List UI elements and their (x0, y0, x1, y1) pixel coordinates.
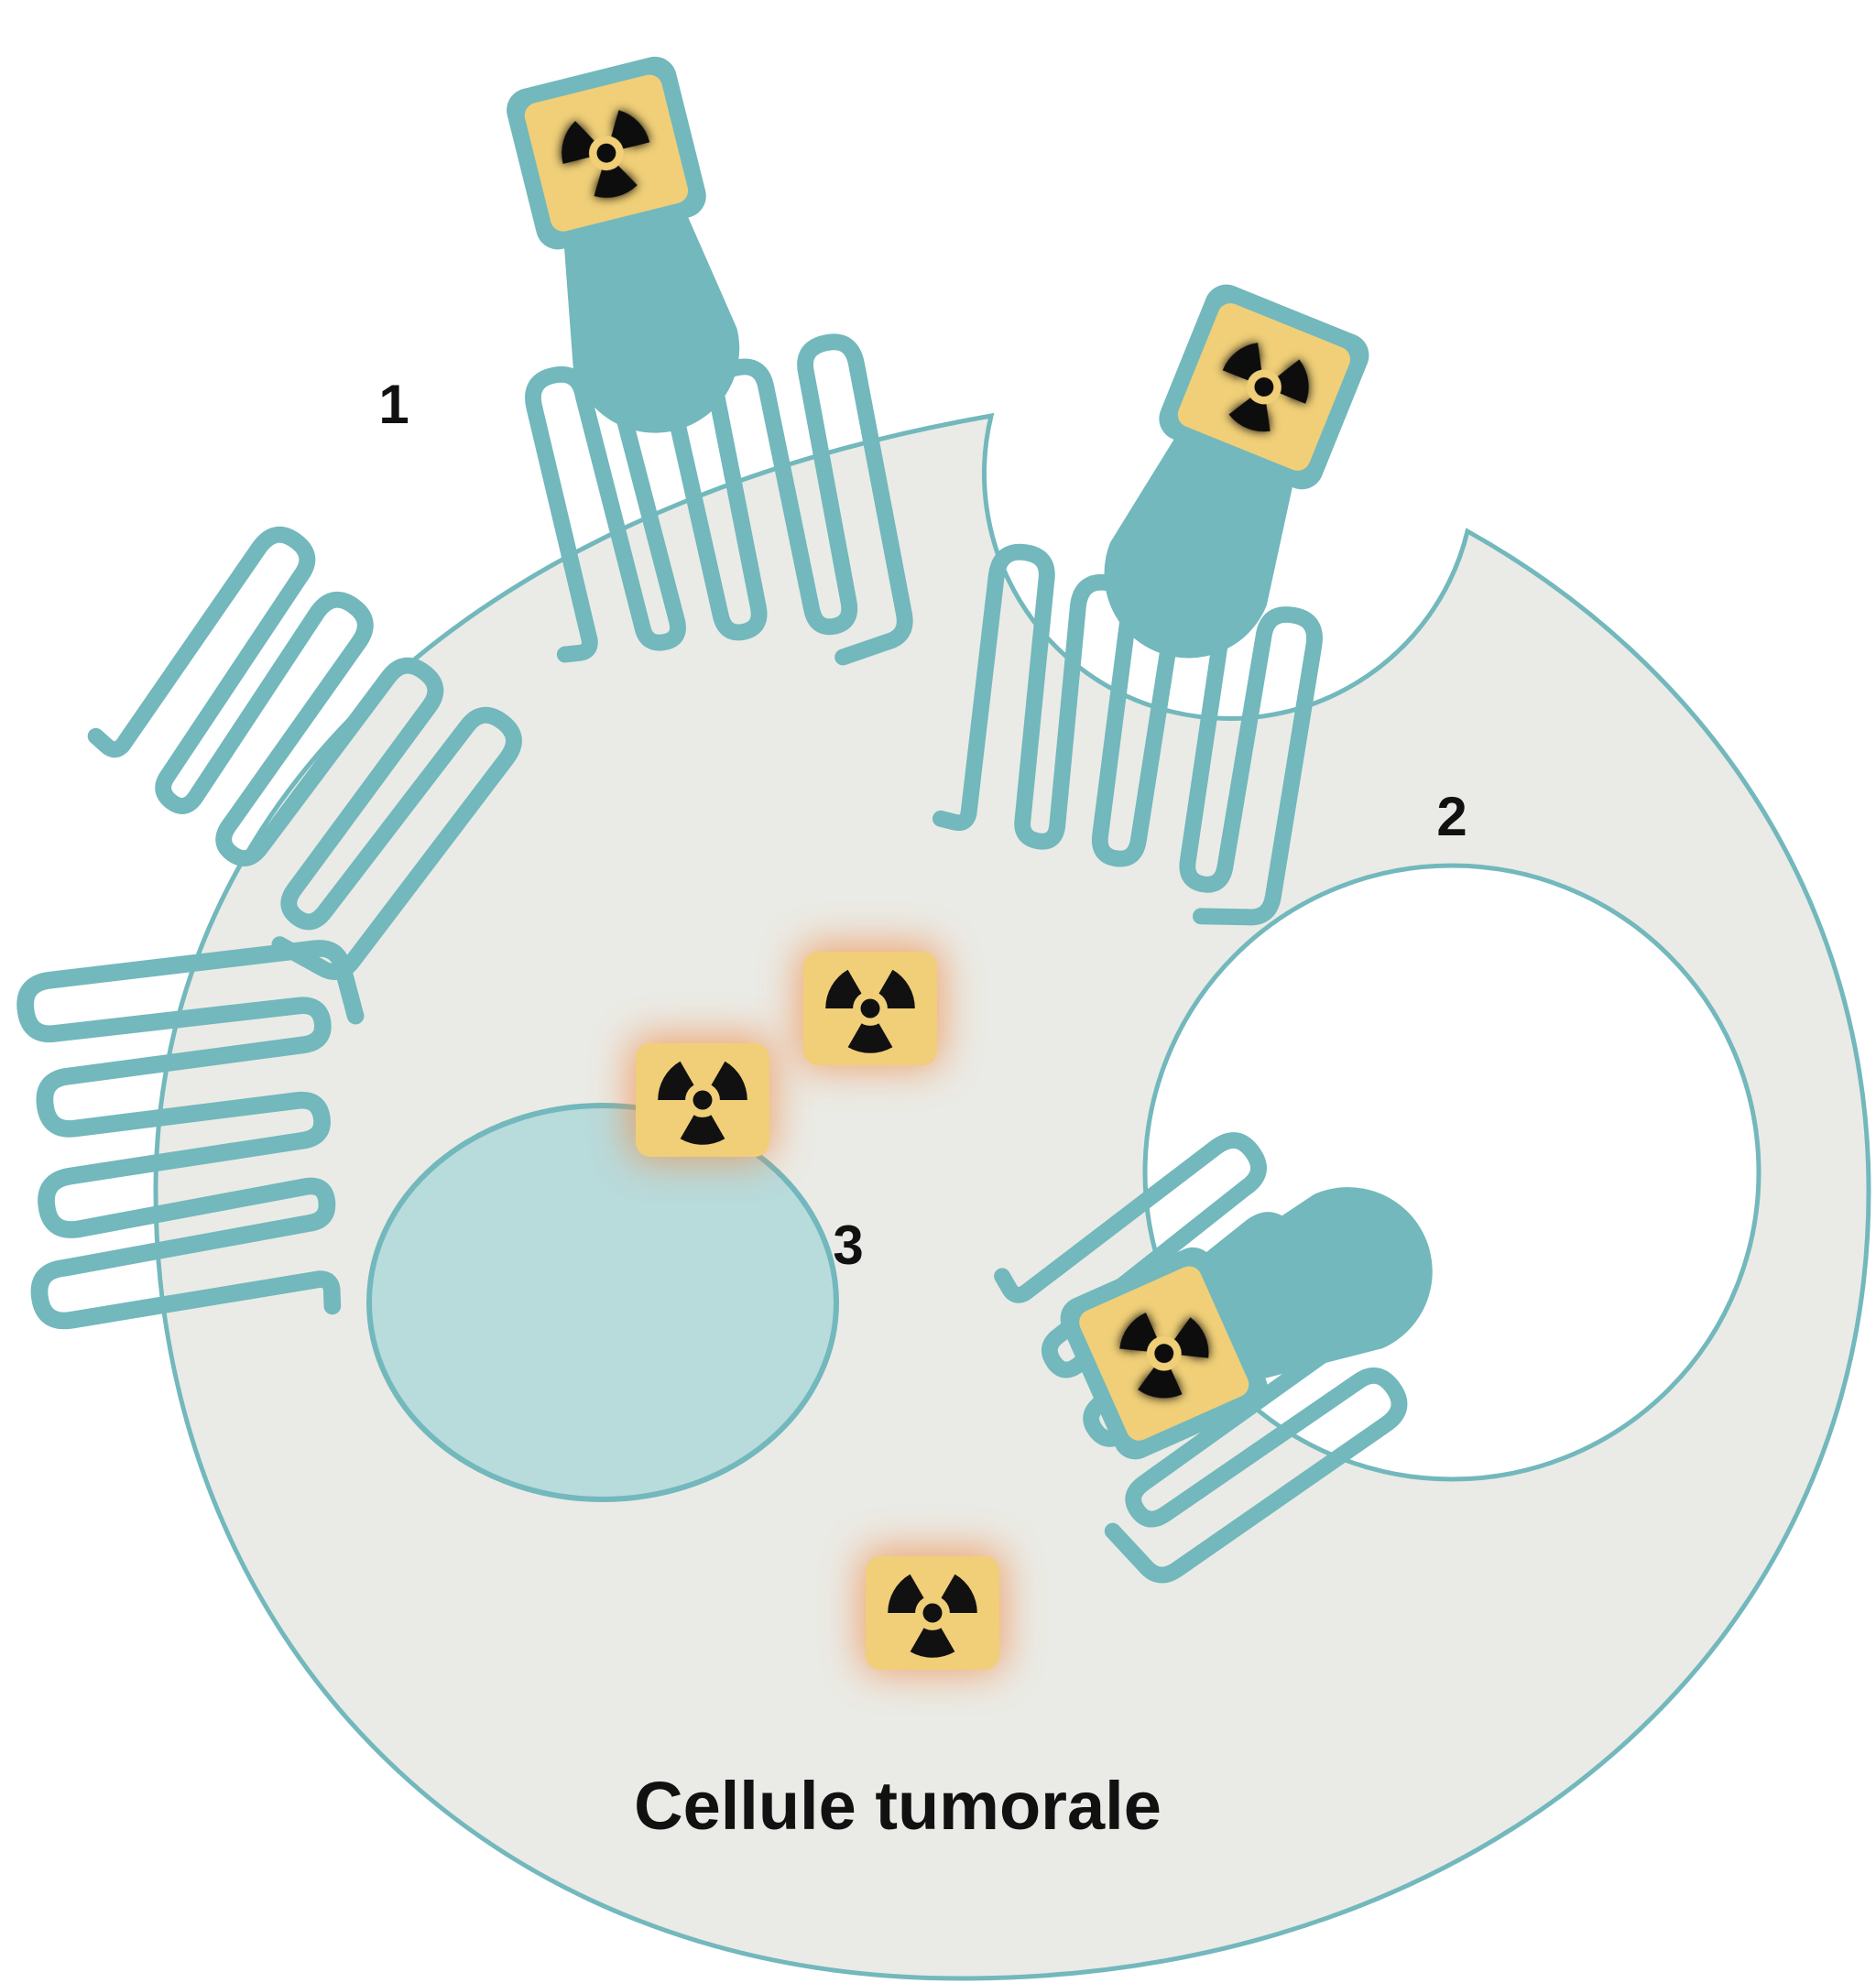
radiation-trefoil-icon (866, 1556, 999, 1670)
nucleus (366, 1103, 839, 1502)
step-label-3: 3 (833, 1215, 863, 1276)
radiation-trefoil-icon (803, 952, 937, 1065)
step-label-2: 2 (1436, 786, 1467, 847)
radiation-trefoil-icon (1076, 278, 1376, 684)
radiation-trefoil-icon (636, 1043, 769, 1157)
radioligand-pit (1076, 278, 1376, 684)
step-label-1: 1 (378, 374, 409, 435)
cell-label: Cellule tumorale (634, 1768, 1162, 1844)
